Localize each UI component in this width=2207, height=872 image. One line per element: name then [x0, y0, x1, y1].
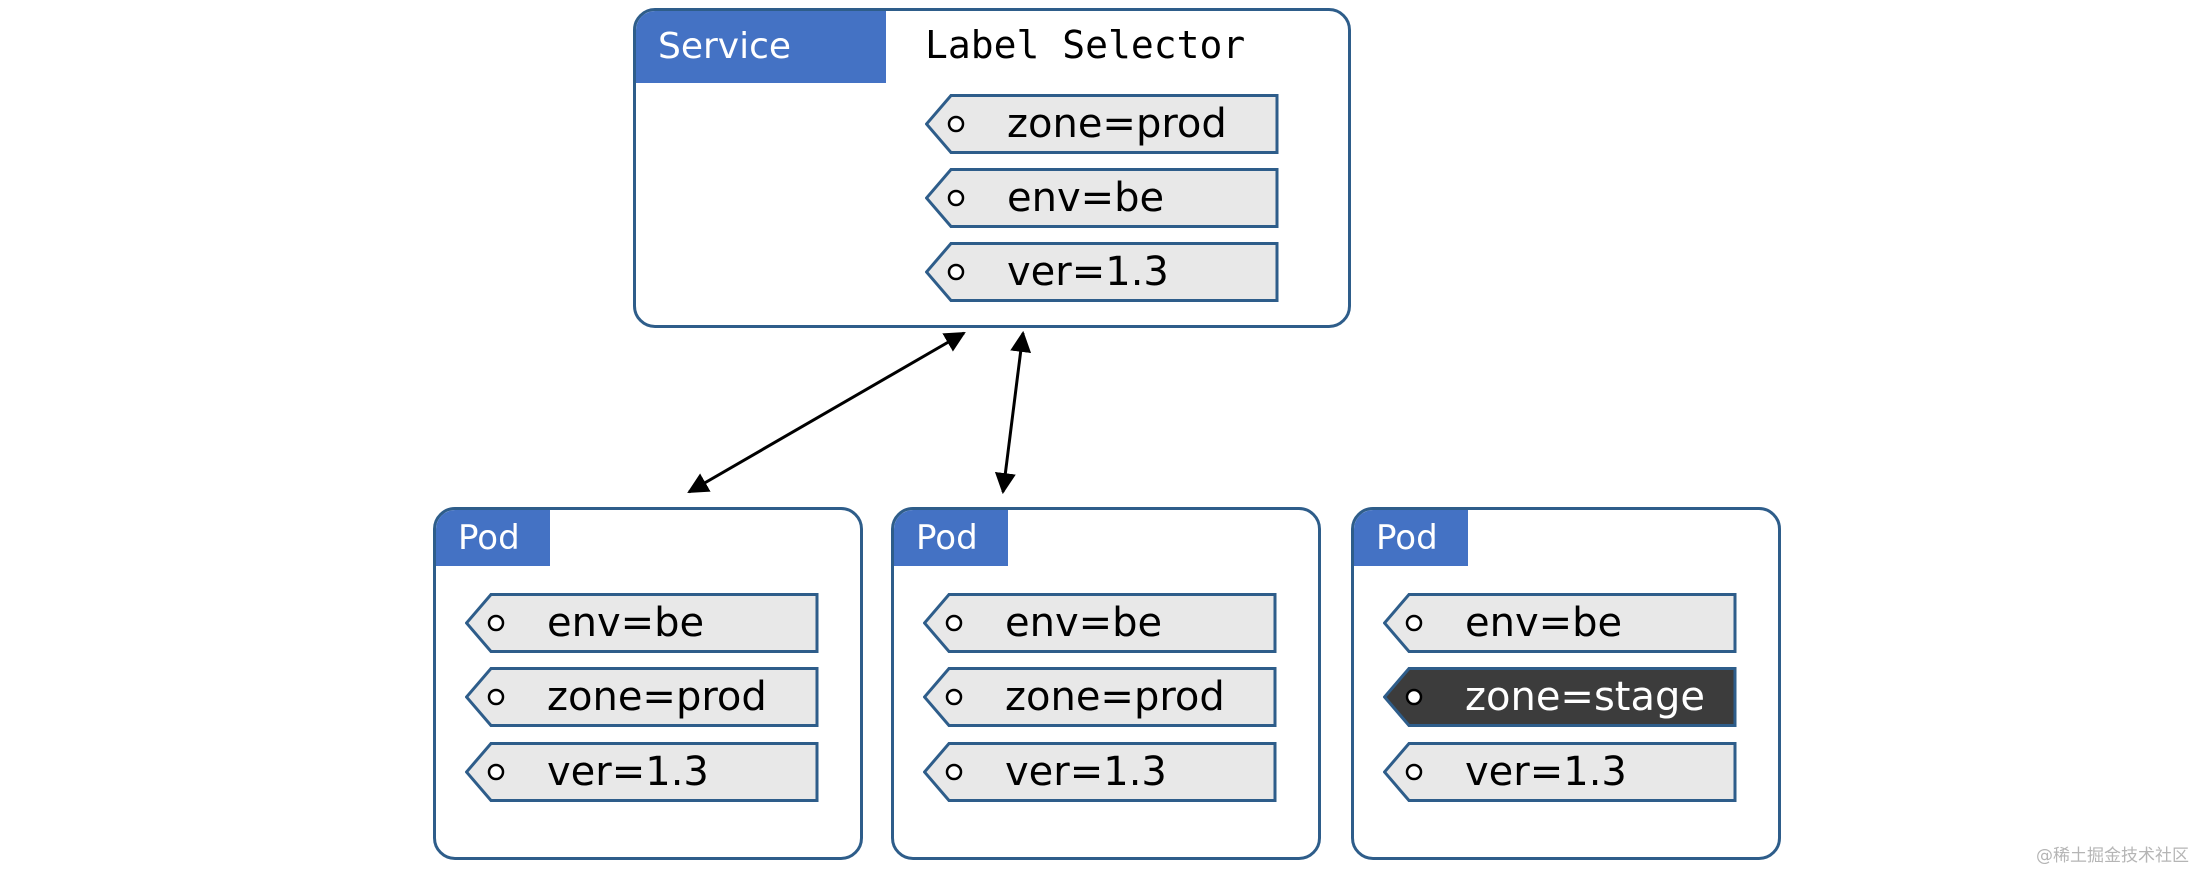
- service-label-tag: env=be: [925, 168, 1279, 228]
- label-tag-icon: [923, 742, 1277, 802]
- label-tag-icon: [1383, 667, 1737, 727]
- label-text: env=be: [1007, 175, 1165, 221]
- label-tag-icon: [925, 94, 1279, 154]
- service-label-tag: zone=prod: [925, 94, 1279, 154]
- label-text: zone=prod: [1007, 101, 1227, 147]
- label-text: ver=1.3: [547, 749, 709, 795]
- service-label-tag: ver=1.3: [925, 242, 1279, 302]
- pod-header: Pod: [436, 510, 550, 566]
- label-tag-icon: [465, 742, 819, 802]
- label-tag-icon: [465, 593, 819, 653]
- pod-box-1: Pod env=be zone=prod ver=1.3: [433, 507, 863, 860]
- pod-label-tag: env=be: [923, 593, 1277, 653]
- label-tag-icon: [1383, 593, 1737, 653]
- label-text: ver=1.3: [1465, 749, 1627, 795]
- label-text: ver=1.3: [1007, 249, 1169, 295]
- label-text: env=be: [1465, 600, 1623, 646]
- label-tag-icon: [925, 242, 1279, 302]
- label-tag-icon: [925, 168, 1279, 228]
- pod-label-tag: zone=prod: [923, 667, 1277, 727]
- pod-label-tag: zone=prod: [465, 667, 819, 727]
- label-text: zone=prod: [547, 674, 767, 720]
- pod-box-3: Pod env=be zone=stage ver=1.3: [1351, 507, 1781, 860]
- pod-2-selection-arrow: [994, 330, 1032, 495]
- pod-1-selection-arrow: [687, 331, 966, 494]
- pod-label-tag: env=be: [1383, 593, 1737, 653]
- label-selector-title: Label Selector: [925, 23, 1246, 67]
- label-text: ver=1.3: [1005, 749, 1167, 795]
- pod-label-tag: env=be: [465, 593, 819, 653]
- pod-header: Pod: [894, 510, 1008, 566]
- pod-box-2: Pod env=be zone=prod ver=1.3: [891, 507, 1321, 860]
- service-header: Service: [636, 11, 886, 83]
- label-text: env=be: [547, 600, 705, 646]
- pod-label-tag: ver=1.3: [465, 742, 819, 802]
- label-tag-icon: [1383, 742, 1737, 802]
- label-text: zone=stage: [1465, 674, 1705, 720]
- service-box: Service Label Selector zone=prod env=be …: [633, 8, 1351, 328]
- label-text: zone=prod: [1005, 674, 1225, 720]
- pod-header: Pod: [1354, 510, 1468, 566]
- label-tag-icon: [923, 593, 1277, 653]
- label-tag-icon: [923, 667, 1277, 727]
- label-tag-icon: [465, 667, 819, 727]
- label-text: env=be: [1005, 600, 1163, 646]
- watermark: @稀土掘金技术社区: [2036, 846, 2189, 866]
- pod-label-tag-mismatch: zone=stage: [1383, 667, 1737, 727]
- pod-label-tag: ver=1.3: [923, 742, 1277, 802]
- pod-label-tag: ver=1.3: [1383, 742, 1737, 802]
